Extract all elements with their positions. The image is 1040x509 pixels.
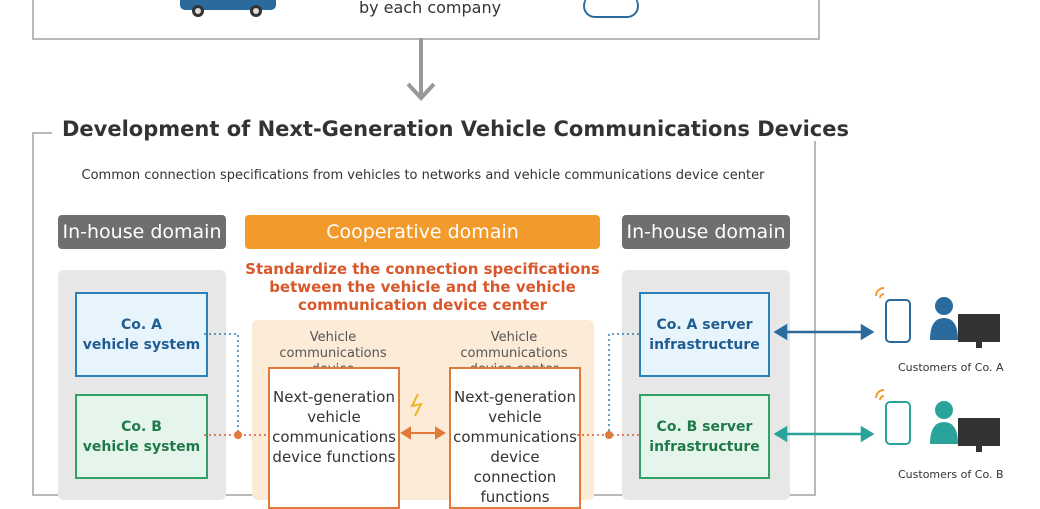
by-each-company-caption: by each company bbox=[358, 0, 502, 17]
co-b-smartphone-icon bbox=[875, 389, 911, 445]
cloud-icon bbox=[583, 0, 639, 18]
standardize-line-3: communication device center bbox=[297, 296, 548, 314]
co-b-customers-label: Customers of Co. B bbox=[898, 468, 1004, 481]
co-b-vehicle-line2: vehicle system bbox=[82, 438, 201, 455]
center-box-line2: vehicle bbox=[488, 408, 542, 426]
center-box-line1: Next-generation bbox=[454, 388, 576, 406]
device-box-line4: device functions bbox=[272, 448, 396, 466]
co-a-vehicle-system-box: Co. A vehicle system bbox=[75, 292, 208, 377]
co-a-server-line1: Co. A server bbox=[656, 316, 753, 333]
device-box-line3: communications bbox=[272, 428, 396, 446]
center-box-line3: communications bbox=[453, 428, 577, 446]
standardize-line-1: Standardize the connection specification… bbox=[245, 260, 600, 278]
co-b-vehicle-system-box: Co. B vehicle system bbox=[75, 394, 208, 479]
device-label-line1: Vehicle communications bbox=[279, 330, 387, 361]
co-b-monitor-icon bbox=[958, 418, 1000, 452]
panel-subtitle: Common connection specifications from ve… bbox=[81, 168, 765, 183]
co-b-vehicle-line1: Co. B bbox=[121, 418, 162, 435]
center-box-line5: functions bbox=[480, 488, 550, 506]
standardize-line-2: between the vehicle and the vehicle bbox=[269, 278, 576, 296]
co-b-server-line1: Co. B server bbox=[656, 418, 753, 435]
device-box-line1: Next-generation bbox=[273, 388, 395, 406]
standardize-text: Standardize the connection specification… bbox=[245, 260, 600, 314]
device-functions-box: Next-generation vehicle communications d… bbox=[268, 367, 400, 509]
co-a-server-line2: infrastructure bbox=[649, 336, 760, 353]
co-b-server-line2: infrastructure bbox=[649, 438, 760, 455]
in-house-domain-left-label: In-house domain bbox=[58, 215, 226, 249]
co-a-customers-label: Customers of Co. A bbox=[898, 361, 1004, 374]
center-box-line4: device connection bbox=[473, 448, 557, 486]
down-arrow-icon bbox=[406, 38, 436, 101]
center-label-line1: Vehicle communications bbox=[460, 330, 568, 361]
center-functions-box: Next-generation vehicle communications d… bbox=[449, 367, 581, 509]
co-a-person-icon bbox=[930, 297, 958, 340]
panel-title: Development of Next-Generation Vehicle C… bbox=[52, 117, 859, 141]
co-a-smartphone-icon bbox=[875, 287, 911, 343]
previous-stage-box bbox=[32, 0, 820, 40]
co-b-server-infrastructure-box: Co. B server infrastructure bbox=[639, 394, 770, 479]
in-house-domain-right-label: In-house domain bbox=[622, 215, 790, 249]
co-a-vehicle-line1: Co. A bbox=[121, 316, 162, 333]
cooperative-domain-label: Cooperative domain bbox=[245, 215, 600, 249]
co-a-monitor-icon bbox=[958, 314, 1000, 348]
co-b-person-icon bbox=[930, 401, 958, 444]
co-a-vehicle-line2: vehicle system bbox=[82, 336, 201, 353]
co-a-server-infrastructure-box: Co. A server infrastructure bbox=[639, 292, 770, 377]
vehicle-icon bbox=[180, 0, 276, 17]
device-box-line2: vehicle bbox=[307, 408, 361, 426]
